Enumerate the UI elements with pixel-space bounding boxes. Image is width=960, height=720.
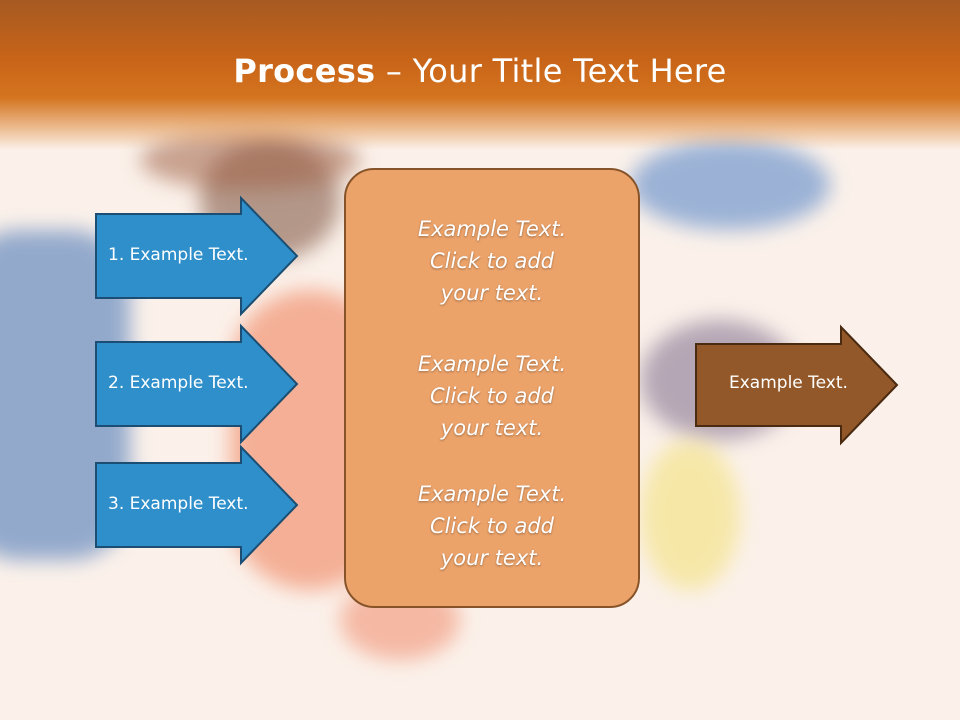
input-arrow-1[interactable] [95,195,299,317]
process-text-1[interactable]: Example Text. Click to add your text. [344,213,640,309]
process-text-2-line-3: your text. [440,416,544,440]
input-arrow-1-label: 1. Example Text. [108,245,249,265]
title-banner [0,0,960,150]
output-arrow-label: Example Text. [729,373,848,393]
input-arrow-3[interactable] [95,444,299,566]
process-text-3-line-1: Example Text. [417,482,567,506]
input-arrow-3-label: 3. Example Text. [108,494,249,514]
process-text-2[interactable]: Example Text. Click to add your text. [344,348,640,444]
output-arrow[interactable] [695,324,899,446]
process-text-2-line-2: Click to add [429,384,554,408]
process-text-1-line-3: your text. [440,281,544,305]
process-box[interactable] [344,168,640,608]
process-text-3-line-3: your text. [440,546,544,570]
input-arrow-2[interactable] [95,323,299,445]
slide-title[interactable]: Process – Your Title Text Here [0,52,960,90]
process-text-3[interactable]: Example Text. Click to add your text. [344,478,640,574]
process-text-1-line-2: Click to add [429,249,554,273]
process-text-1-line-1: Example Text. [417,217,567,241]
title-bold: Process [233,52,376,90]
process-text-3-line-2: Click to add [429,514,554,538]
title-rest: – Your Title Text Here [375,52,727,90]
input-arrow-2-label: 2. Example Text. [108,373,249,393]
process-text-2-line-1: Example Text. [417,352,567,376]
